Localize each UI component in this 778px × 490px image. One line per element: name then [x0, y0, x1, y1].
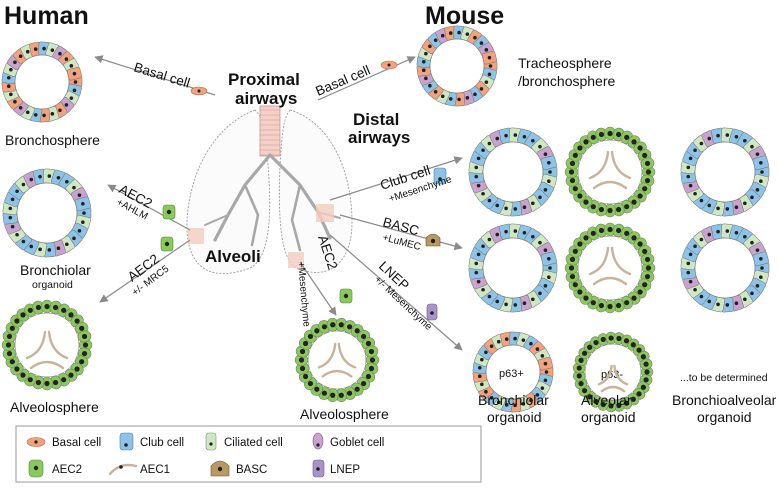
tag-mouse-basal-cell: [380, 60, 398, 70]
legend-label-basc: BASC: [236, 464, 267, 476]
arrow-human-aec2-mrc5: [99, 239, 191, 303]
distal-title-2: airways: [348, 128, 410, 147]
alveoli-highlight: [188, 228, 204, 244]
legend: Basal cell Club cell Ciliated cell Goble…: [15, 425, 482, 483]
human-bronchosphere: [1, 41, 83, 123]
tag-mouse-aec2: [339, 288, 353, 304]
tag-mouse-club-cell: [433, 167, 447, 185]
lung-illustration: [186, 105, 353, 274]
mouse-tracheosphere: [416, 25, 498, 107]
arrow-mouse-basal: [317, 56, 416, 101]
label-to-be-determined: ...to be determined: [680, 372, 768, 384]
arrow-mouse-club: [329, 156, 463, 201]
mouse-bronchiolar-organoid-lnep: [472, 331, 554, 413]
arrow-mouse-aec2: [299, 261, 337, 316]
mouse-bronchioalveolar-organoid-club: [680, 127, 770, 217]
label-human-bronchiolar: Bronchiolar: [20, 262, 91, 278]
tag-mouse-lnep: [426, 303, 438, 321]
tag-human-aec2-mrc5: [160, 236, 174, 252]
label-mouse-alveolar: Alveolar: [581, 392, 632, 408]
right-lung: [278, 109, 353, 273]
alveoli-title: Alveoli: [205, 247, 261, 266]
p63-plus-text: p63+: [499, 368, 524, 380]
mouse-alveolar-organoid-lnep: [572, 331, 654, 413]
arrow-label-mouse-basal: Basal cell: [313, 62, 372, 98]
mouse-alveolosphere: [294, 318, 380, 402]
label-mouse-bronchiolar: Bronchiolar: [478, 392, 549, 408]
legend-basc-icon: [210, 460, 230, 477]
mouse-bronchiolar-organoid-club: [468, 127, 558, 217]
legend-lnep-icon: [312, 459, 325, 478]
legend-label-aec1: AEC1: [140, 464, 170, 476]
mouse-alveolar-organoid-basc: [564, 222, 656, 314]
legend-club-icon: [119, 432, 134, 451]
legend-basal-icon: [26, 437, 46, 447]
human-alveolosphere: [1, 299, 93, 391]
mouse-alveoli-highlight: [288, 252, 304, 268]
trachea: [259, 105, 281, 157]
arrow-mouse-basc: [339, 214, 463, 251]
label-tracheosphere-2: /bronchosphere: [518, 73, 616, 89]
mouse-header: Mouse: [425, 2, 504, 30]
label-mouse-bronchioalveolar-2: organoid: [697, 409, 752, 425]
distal-title: Distal: [353, 110, 399, 129]
label-mouse-alveolosphere: Alveolosphere: [300, 406, 389, 422]
label-human-bronchiolar-2: organoid: [32, 279, 73, 291]
legend-label-basal: Basal cell: [52, 437, 101, 449]
mouse-alveolar-organoid-club: [564, 126, 656, 218]
legend-label-club: Club cell: [140, 437, 184, 449]
legend-aec1-icon: [108, 463, 138, 476]
arrow-human-aec2-ahlm: [107, 184, 191, 231]
legend-aec2-icon: [28, 459, 44, 478]
tag-mouse-basc: [425, 233, 441, 247]
label-mouse-bronchioalveolar: Bronchioalveolar: [672, 392, 777, 408]
legend-label-aec2: AEC2: [52, 464, 82, 476]
arrow-label-human-basal: Basal cell: [132, 60, 192, 91]
label-tracheosphere: Tracheosphere: [518, 55, 612, 71]
label-human-bronchosphere: Bronchosphere: [5, 132, 100, 148]
label-mouse-bronchiolar-2: organoid: [487, 409, 542, 425]
legend-goblet-icon: [312, 432, 324, 450]
legend-label-ciliated: Ciliated cell: [224, 437, 283, 449]
legend-label-lnep: LNEP: [330, 464, 360, 476]
tag-human-basal-cell: [190, 86, 208, 96]
proximal-title-2: airways: [235, 89, 297, 108]
arrow-mouse-lnep: [329, 234, 463, 351]
mouse-bronchiolar-organoid-basc: [468, 223, 558, 313]
label-mouse-alveolar-2: organoid: [581, 409, 636, 425]
legend-box: [15, 425, 482, 483]
mouse-bronchioalveolar-organoid-basc: [680, 223, 770, 313]
legend-ciliated-icon: [205, 432, 217, 451]
human-header: Human: [4, 2, 89, 30]
proximal-title: Proximal: [228, 70, 300, 89]
human-bronchiolar-organoid: [2, 168, 92, 258]
label-human-alveolosphere: Alveolosphere: [10, 399, 99, 415]
tag-human-aec2-ahlm: [162, 204, 176, 220]
legend-label-goblet: Goblet cell: [330, 437, 384, 449]
distal-highlight: [316, 204, 334, 222]
